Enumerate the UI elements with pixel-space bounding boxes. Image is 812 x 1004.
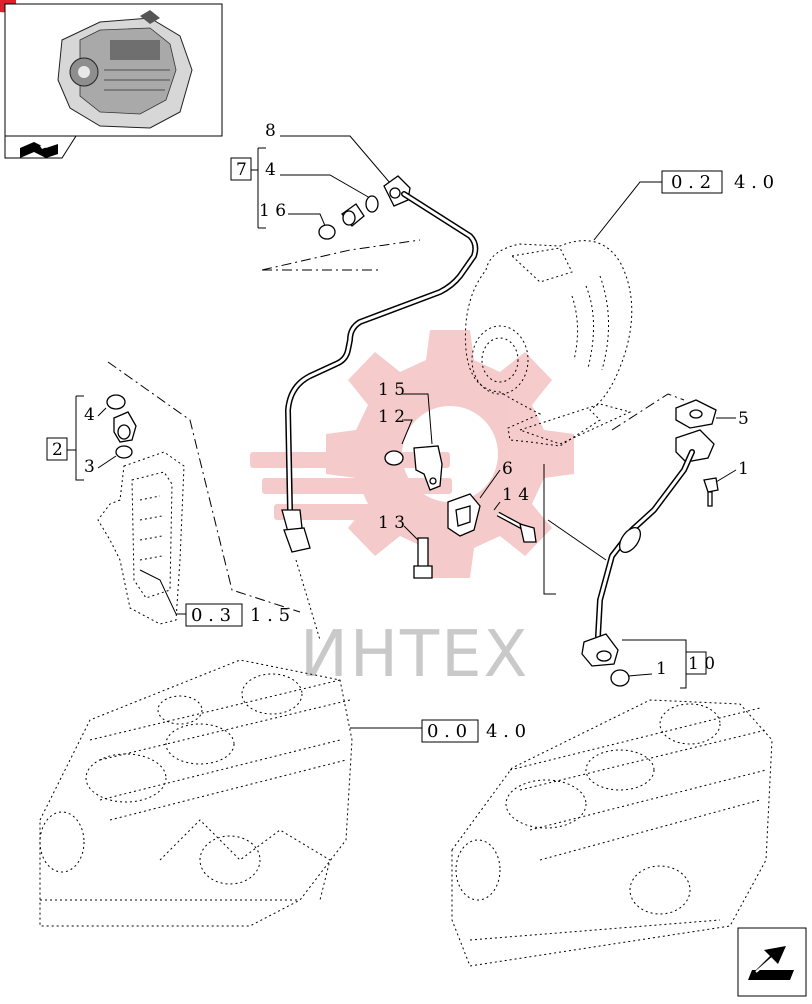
clamp-6[interactable] [447,493,481,537]
callout-1-top: 1 [738,459,749,479]
washer-16[interactable] [318,224,336,240]
group-10-label: 1 0 [688,654,715,674]
callout-13: 1 3 [378,513,405,533]
ref-0240-tail: 4 . 0 [734,172,774,193]
callout-12: 1 2 [378,407,405,427]
callout-4-left: 4 [84,405,95,425]
callout-5: 5 [738,409,749,429]
group-10-box [685,651,707,675]
bracket-15[interactable] [413,445,443,491]
callout-6: 6 [502,459,513,479]
fitting-2[interactable] [113,411,137,443]
bolt-14[interactable] [496,511,537,543]
turbocharger[interactable] [464,240,633,447]
ref-0315-box [185,603,243,627]
ref-0315-tail: 1 . 5 [250,605,290,626]
ref-0040-box [421,719,479,743]
banjo-fitting[interactable] [383,175,411,207]
spacer-12[interactable] [384,450,404,466]
bolt-1[interactable] [703,477,719,507]
washer-4-left[interactable] [106,394,126,410]
next-page-arrow-icon [748,946,794,980]
bolt-13[interactable] [413,537,433,579]
engine-thumbnail-image [57,10,193,129]
ref-0240-box-text: 0 . 2 [671,172,711,193]
callout-3: 3 [84,457,95,477]
union-bolt-16[interactable] [341,203,365,227]
callout-14: 1 4 [502,485,529,505]
callout-15: 1 5 [378,380,405,400]
watermark-text: ИНТЕХ [300,618,529,692]
callout-1-bottom: 1 [656,659,667,679]
washer-4-top[interactable] [365,195,379,213]
oil-drain-pipe[interactable] [581,429,715,667]
callout-16: 1 6 [259,201,286,221]
group-7-label: 7 [236,160,247,180]
engine-block-left [39,659,353,927]
group-2-label: 2 [52,440,63,460]
group-7-box [230,157,252,181]
ref-0040-box-text: 0 . 0 [427,721,467,742]
oil-cooler-housing [97,451,185,625]
book-icon [20,140,58,158]
callout-4-top: 4 [265,160,276,180]
washer-3[interactable] [115,445,133,459]
washer-drain[interactable] [610,669,630,687]
ref-0315-box-text: 0 . 3 [191,605,231,626]
group-2-box [46,437,68,461]
engine-block-right [451,699,773,967]
oil-feed-pipe[interactable] [281,191,479,553]
callout-8: 8 [265,121,276,141]
ref-0040-tail: 4 . 0 [486,721,526,742]
engine-thumbnail[interactable] [4,3,223,159]
gasket-5[interactable] [675,399,717,429]
next-page-arrow[interactable] [737,927,807,997]
